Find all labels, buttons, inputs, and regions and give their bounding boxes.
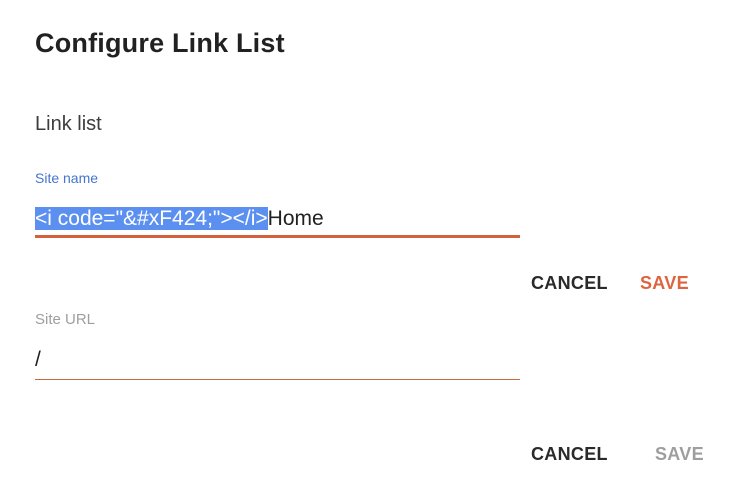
link-list-section-label: Link list: [35, 113, 102, 135]
site-name-input[interactable]: <i code="&#xF424;"></i>Home: [35, 203, 520, 235]
site-url-cancel-button[interactable]: CANCEL: [523, 441, 616, 467]
site-url-input[interactable]: /: [35, 348, 41, 371]
site-name-selected-text[interactable]: <i code="&#xF424;"></i>: [35, 207, 268, 230]
site-url-underline: [35, 379, 520, 380]
site-url-save-button[interactable]: SAVE: [647, 441, 712, 467]
site-url-label: Site URL: [35, 311, 96, 328]
site-name-cancel-button[interactable]: CANCEL: [523, 270, 616, 296]
site-name-unselected-text[interactable]: Home: [267, 207, 324, 230]
site-name-label: Site name: [35, 170, 99, 186]
site-name-save-button[interactable]: SAVE: [632, 270, 697, 296]
site-name-focus-underline: [35, 235, 520, 238]
dialog-title: Configure Link List: [35, 28, 285, 58]
